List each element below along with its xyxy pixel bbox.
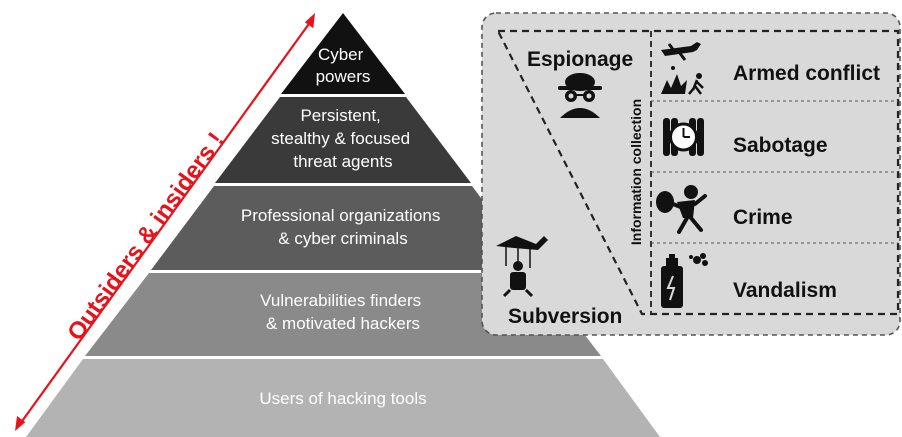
pyramid-level-3-line-2: & cyber criminals [278, 229, 407, 248]
pyramid-level-1 [281, 13, 405, 94]
pyramid-level-5-label: Users of hacking tools [259, 389, 426, 408]
pyramid-level-3-line-1: Professional organizations [241, 206, 440, 225]
category-label-armed-conflict: Armed conflict [733, 62, 880, 85]
pyramid: Cyber powers Persistent, stealthy & focu… [26, 13, 660, 437]
pyramid-level-4-line-1: Vulnerabilities finders [260, 291, 421, 310]
pyramid-level-5-line-1: Users of hacking tools [259, 389, 426, 408]
arrow-line [19, 20, 312, 425]
pyramid-level-2-line-3: threat agents [293, 152, 392, 171]
pyramid-level-4-line-2: & motivated hackers [266, 314, 420, 333]
arrow-head-top [304, 13, 315, 29]
pyramid-level-2 [215, 97, 471, 183]
pyramid-level-3-label: Professional organizations & cyber crimi… [241, 206, 445, 248]
pyramid-level-4-label: Vulnerabilities finders & motivated hack… [260, 291, 426, 333]
category-label-sabotage: Sabotage [733, 134, 828, 157]
pyramid-level-2-line-1: Persistent, [300, 106, 380, 125]
pyramid-level-2-line-2: stealthy & focused [271, 129, 410, 148]
puppet-icon [496, 236, 548, 298]
panel-trapezoid [496, 29, 900, 316]
pyramid-level-1-line-1: Cyber [318, 45, 364, 64]
thief-icon [656, 185, 707, 234]
pyramid-level-5 [26, 359, 660, 437]
spray-can-icon [661, 253, 708, 308]
pyramid-level-2-label: Persistent, stealthy & focused threat ag… [271, 106, 415, 171]
spy-icon [558, 73, 602, 118]
information-collection-label: Information collection [628, 99, 644, 245]
threat-panel: Espionage Information collection Subvers… [481, 12, 901, 336]
pyramid-level-4 [85, 273, 601, 356]
espionage-label: Espionage [527, 48, 633, 71]
subversion-label: Subversion [508, 305, 622, 328]
pyramid-level-1-label: Cyber powers [316, 45, 371, 86]
category-label-vandalism: Vandalism [733, 279, 837, 302]
category-label-crime: Crime [733, 206, 793, 229]
pyramid-level-1-line-2: powers [316, 67, 371, 86]
time-bomb-icon [663, 118, 704, 156]
pyramid-level-3 [151, 186, 535, 270]
arrow-head-bottom [15, 416, 26, 431]
armed-conflict-icon [661, 42, 704, 95]
